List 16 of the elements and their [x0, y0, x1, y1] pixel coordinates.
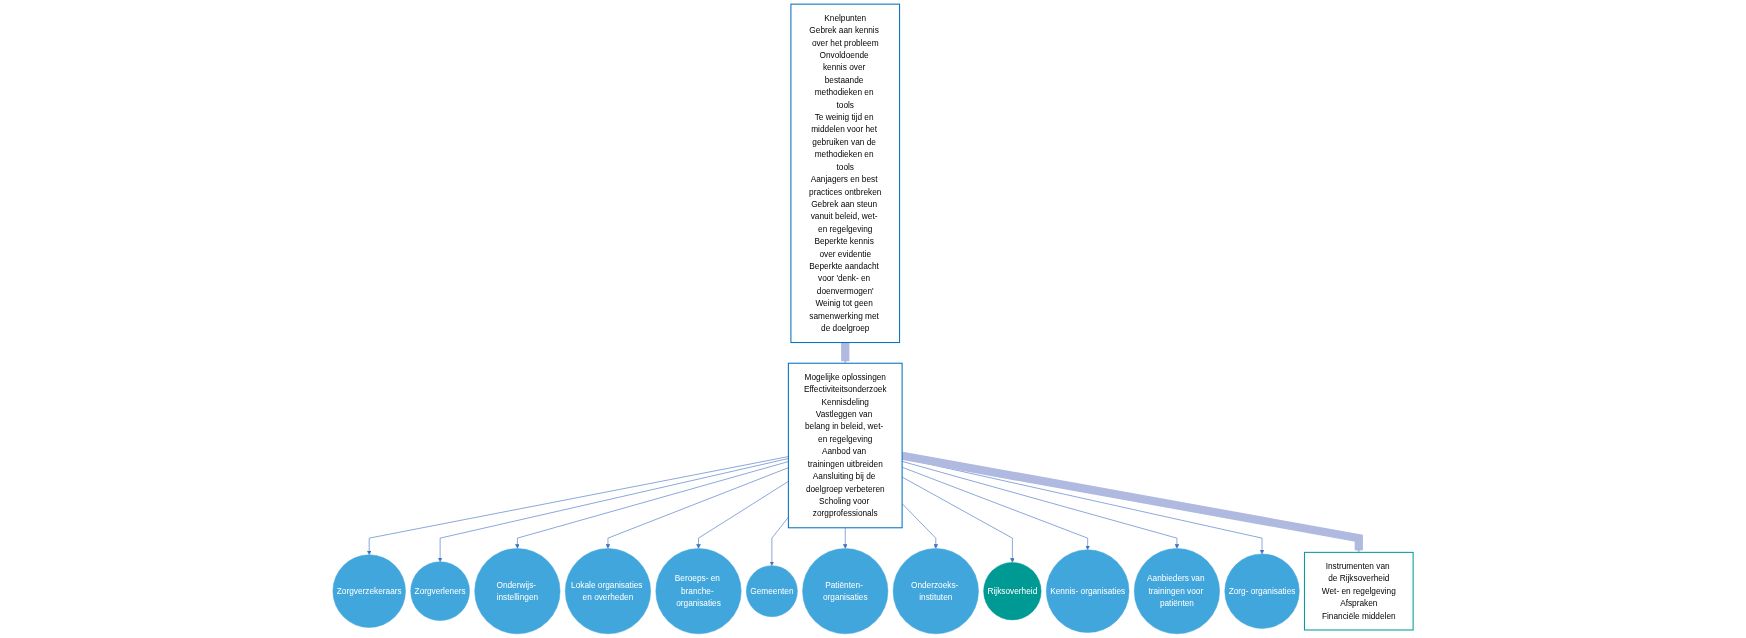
- node-circle: Beroeps- en branche- organisaties: [655, 548, 742, 635]
- node-circle: Aanbieders van trainingen voor patiënten: [1134, 548, 1220, 635]
- node-circle: Zorg- organisaties: [1224, 553, 1300, 629]
- node-circle: Zorgverleners: [410, 561, 470, 621]
- node-circle: Zorgverzekeraars: [332, 554, 406, 628]
- node-circle: Onderzoeks- instituten: [892, 548, 979, 635]
- node-circle: Lokale organisaties en overheden: [565, 548, 651, 635]
- node-circle: Gemeenten: [746, 565, 798, 617]
- arrow: [841, 342, 850, 364]
- node-circle: Patiënten- organisaties: [802, 548, 889, 635]
- node-box: Instrumenten van de Rijksoverheid Wet- en regelgeving Afspraken Financiële middelen: [1303, 551, 1414, 631]
- node-box: Mogelijke oplossingen Effectiviteitsonderzoek Kennisdeling Vastleggen van belang in beleid, wet- en regelgeving Aanbod van trainingen uitbreiden Aansluiting bij de doelgroep verbeteren Scholing voor zorgprofessionals: [787, 362, 903, 529]
- node-circle: Onderwijs- instellingen: [474, 548, 561, 635]
- node-circle: Rijksoverheid: [983, 562, 1042, 621]
- node-box: Knelpunten Gebrek aan kennis over het probleem Onvoldoende kennis over bestaande methodieken en tools Te weinig tijd en middelen voor het gebruiken van de methodieken en tools Aanjagers en best practices ontbreken Gebrek aan steun vanuit beleid, wet- en regelgeving Beperkte kennis over evidentie Beperkte aandacht voor 'denk- en doenvermogen' Weinig tot geen samenwerking met de doelgroep: [790, 3, 901, 344]
- node-circle: Kennis- organisaties: [1046, 549, 1130, 633]
